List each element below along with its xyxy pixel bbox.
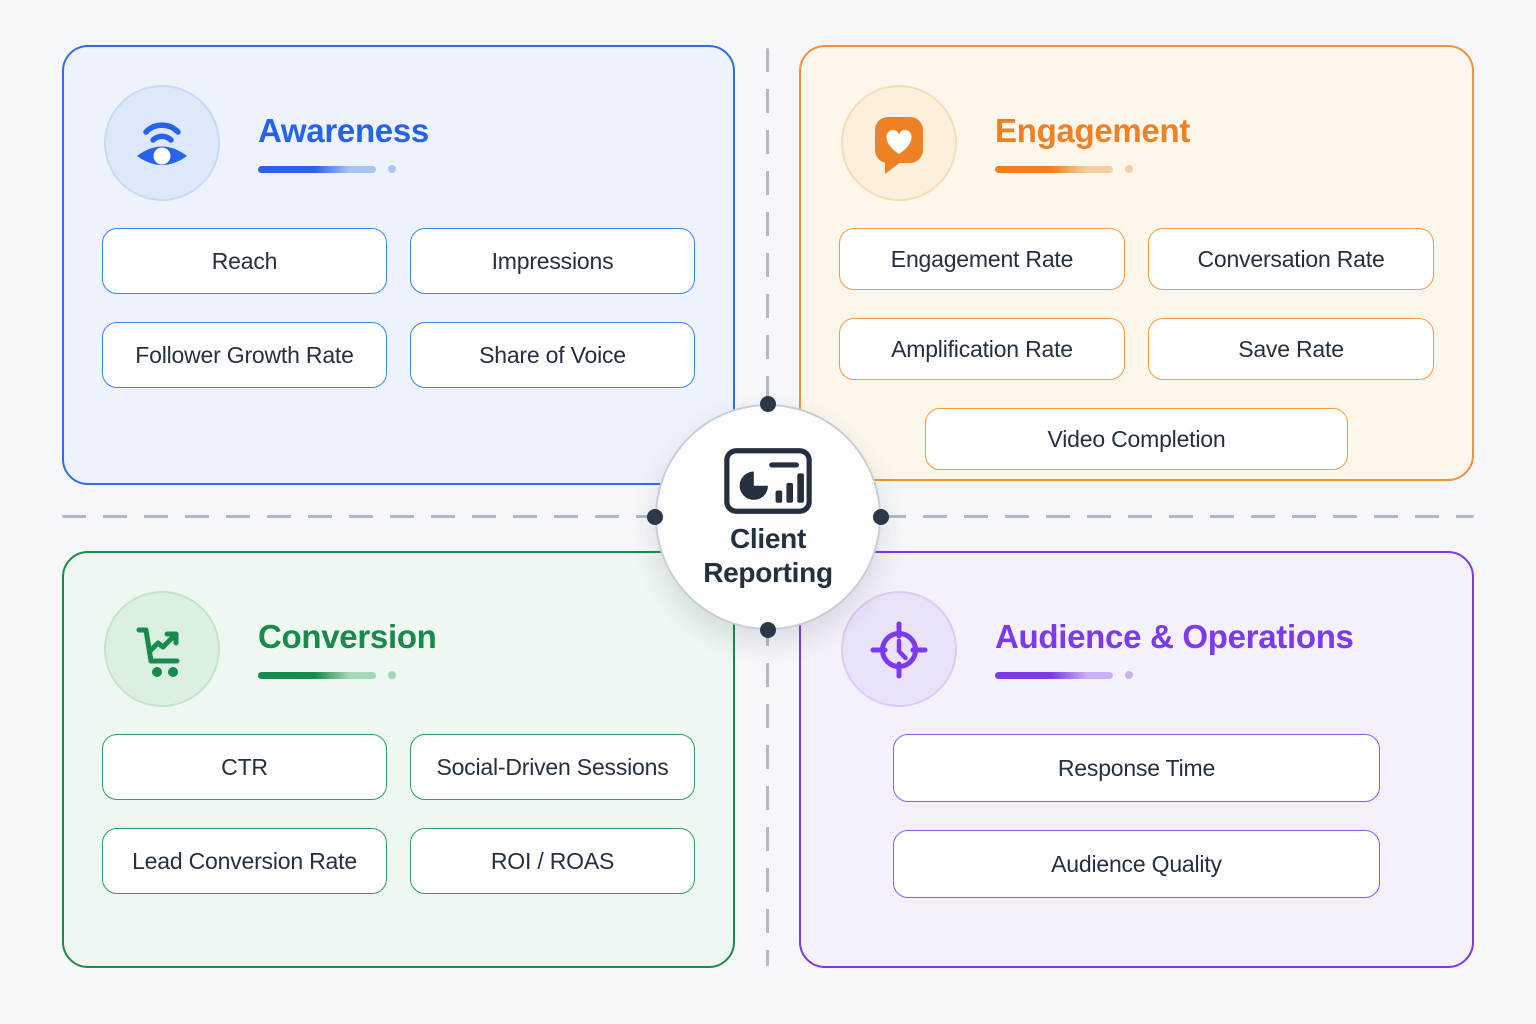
awareness-quadrant-card: Awareness Reach Impressions Follower Gro… [62, 45, 735, 485]
title-underline [258, 671, 437, 680]
metric-impressions: Impressions [410, 228, 695, 294]
engagement-title-block: Engagement [995, 111, 1191, 174]
conversion-metrics: CTR Social-Driven Sessions Lead Conversi… [102, 734, 695, 894]
metric-amplification-rate: Amplification Rate [839, 318, 1125, 380]
engagement-header: Engagement [801, 47, 1472, 201]
metric-video-completion: Video Completion [925, 408, 1348, 470]
underline-bar [258, 165, 376, 173]
title-underline [995, 165, 1190, 174]
metric-audience-quality: Audience Quality [892, 830, 1381, 898]
conversion-header: Conversion [64, 553, 733, 707]
connector-node-left [647, 509, 663, 525]
awareness-header: Awareness [64, 47, 733, 201]
underline-dot [388, 671, 396, 680]
metric-lead-conversion-rate: Lead Conversion Rate [102, 828, 387, 894]
quadrant-title: Audience & Operations [995, 617, 1354, 655]
quadrant-title: Conversion [258, 617, 437, 655]
audience-operations-quadrant-card: Audience & Operations Response Time Audi… [799, 551, 1474, 968]
quadrant-title: Awareness [258, 111, 429, 149]
title-underline [258, 165, 429, 174]
awareness-metrics: Reach Impressions Follower Growth Rate S… [102, 228, 695, 388]
engagement-quadrant-card: Engagement Engagement Rate Conversation … [799, 45, 1474, 481]
center-label: Client Reporting [703, 523, 833, 588]
metric-save-rate: Save Rate [1148, 318, 1434, 380]
metric-engagement-rate: Engagement Rate [839, 228, 1125, 290]
awareness-title-block: Awareness [258, 111, 429, 174]
underline-dot [1125, 671, 1133, 680]
underline-bar [995, 165, 1113, 173]
heart-chat-icon [841, 85, 957, 201]
metric-social-driven-sessions: Social-Driven Sessions [410, 734, 695, 800]
audience-metrics: Response Time Audience Quality [839, 734, 1434, 898]
metric-response-time: Response Time [892, 734, 1381, 802]
underline-dot [1125, 165, 1133, 174]
cart-growth-icon [104, 591, 220, 707]
audience-header: Audience & Operations [801, 553, 1472, 707]
connector-node-right [873, 509, 889, 525]
metric-follower-growth-rate: Follower Growth Rate [102, 322, 387, 388]
quadrant-title: Engagement [995, 111, 1191, 149]
connector-node-bottom [760, 622, 776, 638]
metric-ctr: CTR [102, 734, 387, 800]
conversion-title-block: Conversion [258, 617, 437, 680]
metric-share-of-voice: Share of Voice [410, 322, 695, 388]
underline-bar [995, 671, 1113, 679]
client-reporting-hub: Client Reporting [655, 404, 881, 630]
eye-signal-icon [104, 85, 220, 201]
title-underline [995, 671, 1354, 680]
dashboard-report-icon [724, 448, 812, 514]
underline-dot [388, 165, 396, 174]
underline-bar [258, 671, 376, 679]
metric-reach: Reach [102, 228, 387, 294]
connector-node-top [760, 396, 776, 412]
engagement-metrics: Engagement Rate Conversation Rate Amplif… [839, 228, 1434, 470]
metric-roi-roas: ROI / ROAS [410, 828, 695, 894]
conversion-quadrant-card: Conversion CTR Social-Driven Sessions Le… [62, 551, 735, 968]
target-clock-icon [841, 591, 957, 707]
metric-conversation-rate: Conversation Rate [1148, 228, 1434, 290]
audience-title-block: Audience & Operations [995, 617, 1354, 680]
